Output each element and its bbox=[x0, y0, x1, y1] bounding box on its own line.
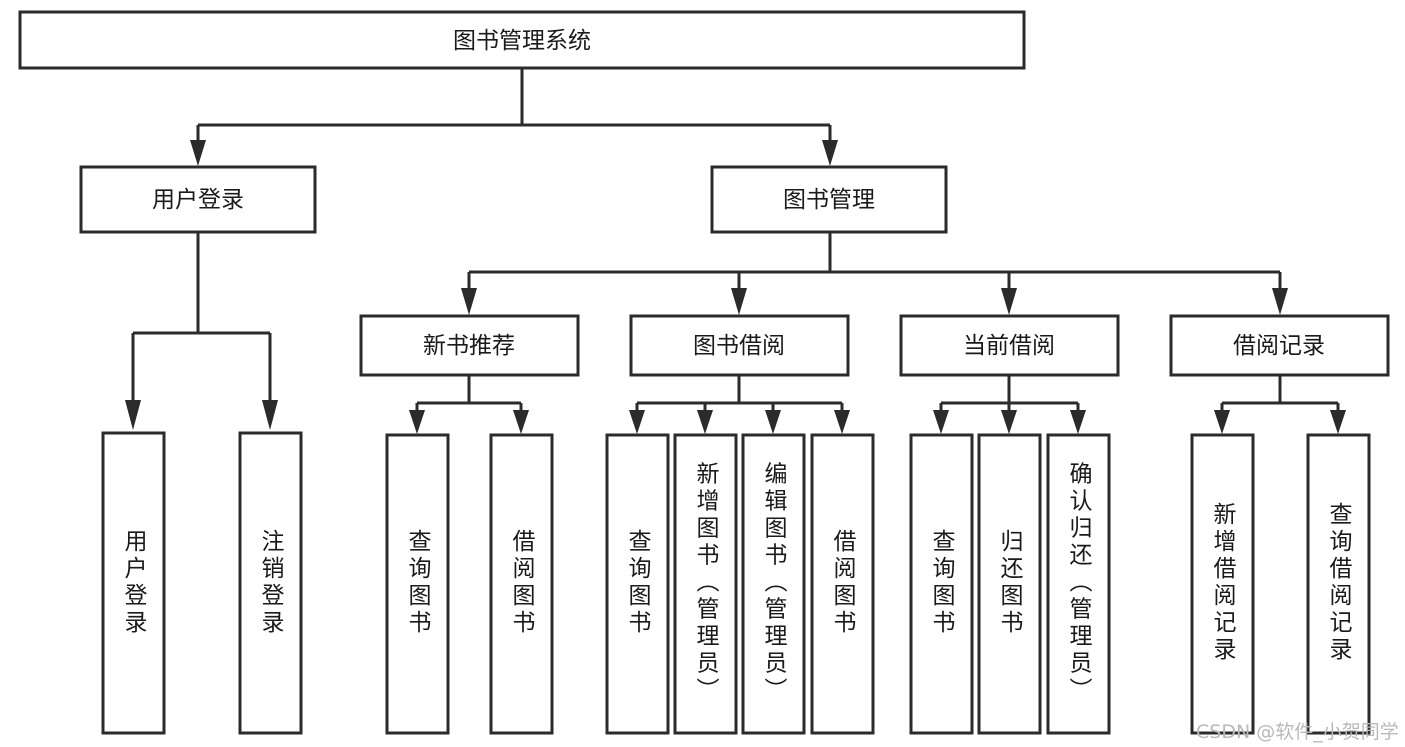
node-label: 图书借阅 bbox=[693, 333, 785, 359]
arrow-head-icon bbox=[933, 410, 949, 434]
node-leaf-query-record[interactable]: 查询借阅记录 bbox=[1306, 433, 1371, 735]
node-leaf-confirm-return[interactable]: 确认归还（管理员） bbox=[1046, 433, 1111, 735]
node-leaf-edit-book[interactable]: 编辑图书（管理员） bbox=[741, 433, 806, 735]
node-box[interactable] bbox=[741, 433, 806, 735]
arrow-head-icon bbox=[262, 400, 278, 430]
arrow-head-icon bbox=[190, 140, 206, 166]
node-book-management[interactable]: 图书管理 bbox=[710, 165, 948, 234]
connector-bookmanagement-to-level3 bbox=[461, 232, 1288, 315]
node-box[interactable] bbox=[1306, 433, 1371, 735]
node-box[interactable] bbox=[238, 431, 303, 735]
connector-newbook-to-leaves bbox=[409, 375, 529, 434]
node-user-login[interactable]: 用户登录 bbox=[79, 165, 317, 234]
node-current-borrow[interactable]: 当前借阅 bbox=[899, 314, 1120, 377]
arrow-head-icon bbox=[834, 410, 850, 434]
node-box[interactable] bbox=[385, 433, 450, 735]
node-label: 借阅图书 bbox=[508, 529, 536, 637]
node-label: 注销登录 bbox=[257, 529, 285, 637]
connector-borrowrecord-to-leaves bbox=[1214, 375, 1346, 434]
node-label: 确认归还（管理员） bbox=[1065, 462, 1093, 705]
arrow-head-icon bbox=[409, 410, 425, 434]
arrow-head-icon bbox=[697, 410, 713, 434]
node-box[interactable] bbox=[359, 314, 580, 377]
arrow-head-icon bbox=[1001, 410, 1017, 434]
arrow-head-icon bbox=[822, 140, 838, 166]
node-box[interactable] bbox=[810, 433, 875, 735]
node-label: 查询借阅记录 bbox=[1325, 502, 1353, 664]
arrow-head-icon bbox=[765, 410, 781, 434]
arrow-head-icon bbox=[461, 288, 477, 315]
node-box[interactable] bbox=[710, 165, 948, 234]
node-leaf-query-book-1[interactable]: 查询图书 bbox=[385, 433, 450, 735]
node-box[interactable] bbox=[1046, 433, 1111, 735]
node-label: 新书推荐 bbox=[423, 333, 515, 359]
node-box[interactable] bbox=[673, 433, 738, 735]
arrow-head-icon bbox=[1070, 410, 1086, 434]
node-label: 归还图书 bbox=[996, 529, 1024, 637]
node-root[interactable]: 图书管理系统 bbox=[18, 10, 1026, 70]
arrow-head-icon bbox=[1272, 288, 1288, 315]
connector-currentborrow-to-leaves bbox=[933, 375, 1086, 434]
connector-bookborrow-to-leaves bbox=[629, 375, 850, 434]
node-leaf-return-book[interactable]: 归还图书 bbox=[977, 433, 1042, 735]
node-leaf-borrow-book-2[interactable]: 借阅图书 bbox=[810, 433, 875, 735]
node-borrow-record[interactable]: 借阅记录 bbox=[1169, 314, 1390, 377]
node-leaf-borrow-book-1[interactable]: 借阅图书 bbox=[489, 433, 554, 735]
arrow-head-icon bbox=[513, 410, 529, 434]
node-label: 当前借阅 bbox=[963, 333, 1055, 359]
node-new-book-recommend[interactable]: 新书推荐 bbox=[359, 314, 580, 377]
node-leaf-query-book-2[interactable]: 查询图书 bbox=[605, 433, 670, 735]
connector-root-to-level2 bbox=[190, 68, 838, 166]
node-leaf-user-login[interactable]: 用户登录 bbox=[101, 431, 166, 735]
node-box[interactable] bbox=[977, 433, 1042, 735]
arrow-head-icon bbox=[1330, 410, 1346, 434]
node-label: 借阅记录 bbox=[1233, 333, 1325, 359]
node-label: 新增借阅记录 bbox=[1209, 502, 1237, 664]
node-book-borrow[interactable]: 图书借阅 bbox=[629, 314, 850, 377]
arrow-head-icon bbox=[1001, 288, 1017, 315]
node-box[interactable] bbox=[18, 10, 1026, 70]
arrow-head-icon bbox=[125, 400, 141, 430]
node-leaf-add-record[interactable]: 新增借阅记录 bbox=[1190, 433, 1255, 735]
arrow-head-icon bbox=[1214, 410, 1230, 434]
node-box[interactable] bbox=[899, 314, 1120, 377]
node-leaf-user-logout[interactable]: 注销登录 bbox=[238, 431, 303, 735]
node-leaf-query-book-3[interactable]: 查询图书 bbox=[909, 433, 974, 735]
node-label: 用户登录 bbox=[152, 187, 244, 213]
node-leaf-add-book[interactable]: 新增图书（管理员） bbox=[673, 433, 738, 735]
node-label: 查询图书 bbox=[928, 529, 956, 637]
node-label: 查询图书 bbox=[624, 529, 652, 637]
node-box[interactable] bbox=[629, 314, 850, 377]
node-label: 借阅图书 bbox=[829, 529, 857, 637]
node-box[interactable] bbox=[909, 433, 974, 735]
node-label: 查询图书 bbox=[404, 529, 432, 637]
node-box[interactable] bbox=[1190, 433, 1255, 735]
node-label: 图书管理 bbox=[783, 187, 875, 213]
arrow-head-icon bbox=[731, 288, 747, 315]
node-label: 编辑图书（管理员） bbox=[760, 462, 788, 705]
node-label: 图书管理系统 bbox=[453, 28, 591, 54]
node-box[interactable] bbox=[79, 165, 317, 234]
node-box[interactable] bbox=[489, 433, 554, 735]
node-box[interactable] bbox=[1169, 314, 1390, 377]
node-label: 新增图书（管理员） bbox=[692, 462, 720, 705]
node-box[interactable] bbox=[605, 433, 670, 735]
node-box[interactable] bbox=[101, 431, 166, 735]
arrow-head-icon bbox=[629, 410, 645, 434]
connector-userlogin-to-leaves bbox=[125, 232, 278, 430]
node-label: 用户登录 bbox=[120, 529, 148, 637]
